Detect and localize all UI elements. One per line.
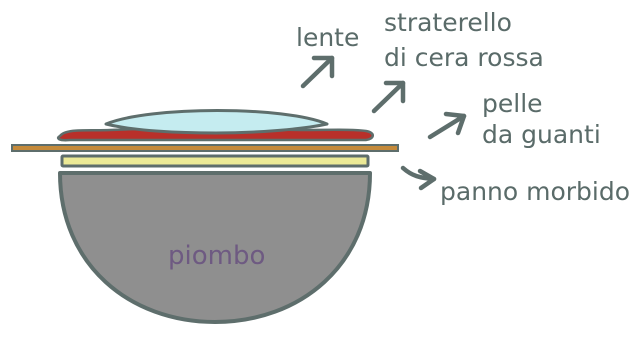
glove-leather-layer	[11, 144, 399, 152]
label-lente: lente	[296, 23, 360, 52]
lead-hemisphere	[58, 171, 372, 324]
lens	[104, 109, 329, 135]
label-pelle-line2: da guanti	[482, 120, 601, 149]
label-strato-line1: straterello	[384, 8, 512, 37]
arrow-pelle	[427, 111, 467, 140]
label-strato-line2: di cera rossa	[384, 43, 544, 72]
arrow-strato	[371, 80, 406, 114]
label-piombo: piombo	[168, 241, 266, 271]
label-panno: panno morbido	[440, 177, 631, 206]
arrow-lente	[300, 55, 335, 89]
label-pelle-line1: pelle	[482, 89, 543, 118]
soft-cloth-layer	[60, 154, 370, 168]
arrow-panno	[400, 165, 437, 191]
